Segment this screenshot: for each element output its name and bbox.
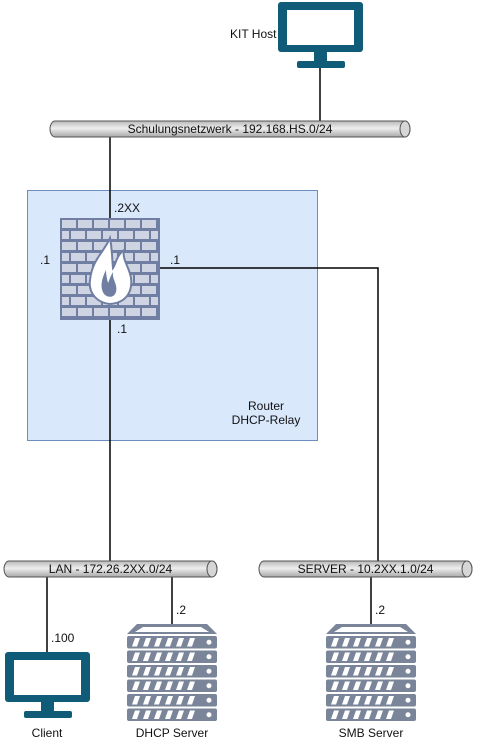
client-label: Client (31, 726, 63, 740)
router-label-line2: DHCP-Relay (231, 413, 301, 427)
kit-host-label: KIT Host (230, 27, 277, 41)
dhcp-server-label: DHCP Server (135, 726, 209, 740)
kit-host-monitor-icon (278, 2, 363, 68)
smb-server-label: SMB Server (338, 726, 404, 740)
smb-address: .2 (375, 603, 386, 617)
connection-lines (46, 68, 379, 653)
pipe-server (258, 560, 473, 578)
firewall-icon (60, 218, 160, 320)
router-right-address: .1 (170, 253, 181, 267)
router-label-line1: Router (247, 399, 285, 413)
router-label: Router DHCP-Relay (220, 399, 312, 427)
router-left-address: .1 (40, 253, 51, 267)
router-bottom-address: .1 (117, 322, 128, 336)
pipe-lan (3, 560, 218, 578)
lan-network-label: LAN - 172.26.2XX.0/24 (48, 562, 173, 576)
link-router-to-server-net (160, 267, 379, 561)
dhcp-address: .2 (176, 603, 187, 617)
server-network-label: SERVER - 10.2XX.1.0/24 (297, 562, 434, 576)
smb-server-rack-icon (326, 624, 416, 721)
firewall-flame-icon (88, 234, 133, 306)
client-address: .100 (51, 631, 75, 645)
dhcp-server-rack-icon (127, 624, 217, 721)
pipe-schulung (49, 120, 411, 138)
router-top-address: .2XX (114, 201, 141, 215)
schulung-network-label: Schulungsnetzwerk - 192.168.HS.0/24 (127, 122, 333, 136)
client-monitor-icon (5, 652, 90, 718)
